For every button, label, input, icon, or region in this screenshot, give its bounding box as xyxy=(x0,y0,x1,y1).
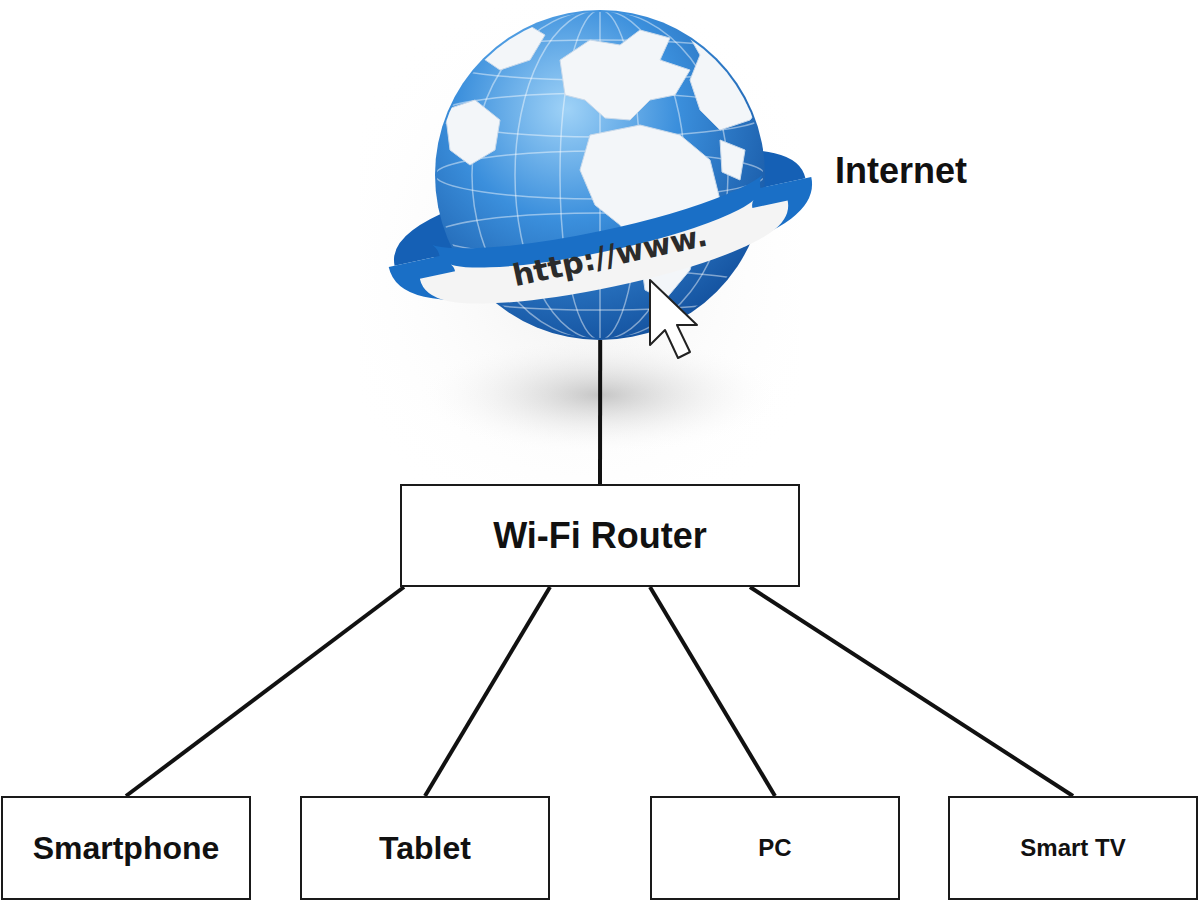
network-link xyxy=(750,587,1073,796)
continent xyxy=(720,140,745,180)
network-link xyxy=(425,587,550,796)
network-link xyxy=(650,587,775,796)
node-text: Smartphone xyxy=(33,830,220,867)
backdrop xyxy=(360,0,800,480)
continent xyxy=(445,100,500,165)
network-link xyxy=(126,587,404,796)
device-box: Smart TV xyxy=(948,796,1198,900)
node-text: Internet xyxy=(835,150,967,191)
continent xyxy=(680,15,775,130)
device-box: Tablet xyxy=(300,796,550,900)
ring-band xyxy=(437,204,776,304)
node-text: Tablet xyxy=(379,830,471,867)
continent xyxy=(470,20,545,70)
device-box: Smartphone xyxy=(1,796,251,900)
continent xyxy=(560,30,690,120)
network-link xyxy=(598,340,602,484)
node-text: Wi-Fi Router xyxy=(493,515,707,556)
device-box: PC xyxy=(650,796,900,900)
internet-globe: Internet xyxy=(410,0,1010,340)
node-text: Smart TV xyxy=(1020,834,1125,862)
mouse-cursor xyxy=(650,280,697,358)
router-box: Wi-Fi Router xyxy=(400,484,800,587)
node-text: PC xyxy=(758,834,791,862)
